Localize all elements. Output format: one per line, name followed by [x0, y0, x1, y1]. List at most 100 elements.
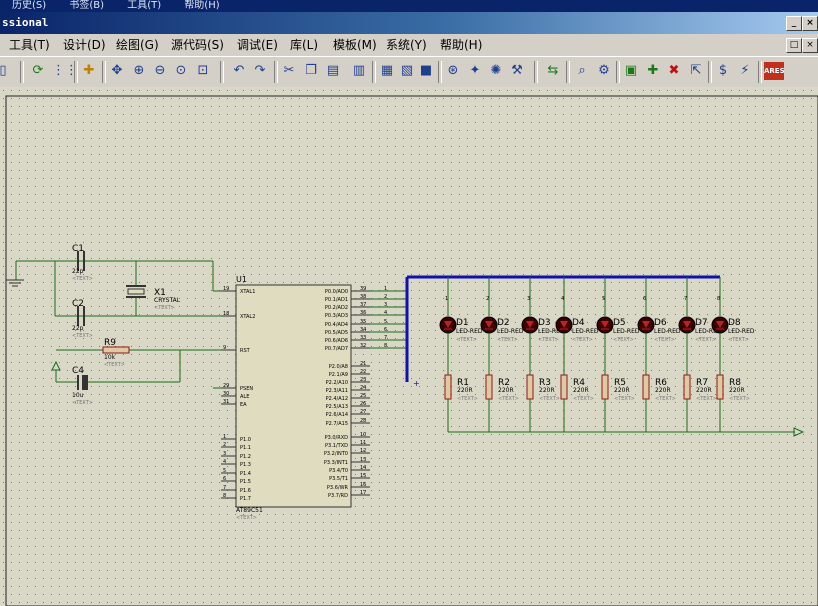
resistor-ref: R2 — [498, 378, 510, 388]
remove-sheet-icon[interactable]: ✖ — [668, 63, 680, 78]
block-rotate-icon[interactable]: ▧ — [400, 63, 414, 78]
sheet-border — [5, 95, 818, 606]
menu-template[interactable]: 模板(M) — [333, 38, 377, 52]
mcu-pin-name: P1.7 — [240, 496, 251, 502]
origin-icon[interactable]: ✚ — [83, 63, 95, 78]
property-assign-icon[interactable]: ⚙ — [598, 63, 610, 78]
undo-icon[interactable]: ↶ — [233, 63, 245, 78]
menu-debug[interactable]: 调试(E) — [237, 38, 278, 52]
zoom-all-icon[interactable]: ⊙ — [175, 63, 187, 78]
pan-icon[interactable]: ✥ — [111, 63, 123, 78]
led-triangle — [683, 321, 691, 328]
search-icon[interactable]: ⌕ — [578, 63, 586, 78]
menu-design[interactable]: 设计(D) — [63, 38, 106, 52]
resistor-body[interactable] — [683, 374, 691, 400]
led-net-label: 5 — [602, 296, 605, 302]
bookmarks-menu-item[interactable]: 书签(B) — [69, 0, 105, 11]
refresh-icon[interactable]: ⟳ — [32, 63, 44, 78]
resistor-body[interactable] — [601, 374, 609, 400]
led-triangle — [716, 321, 724, 328]
resistor-body[interactable] — [560, 374, 568, 400]
mcu-pin-number: 21 — [360, 361, 366, 367]
menu-system[interactable]: 系统(Y) — [386, 38, 427, 52]
grid-icon[interactable]: ⋮⋮ — [52, 63, 78, 78]
mcu-body[interactable] — [235, 284, 352, 508]
r9-body[interactable] — [102, 346, 130, 354]
new-sheet-icon[interactable]: ✚ — [647, 63, 659, 78]
menu-source[interactable]: 源代码(S) — [171, 38, 224, 52]
child-restore-button[interactable]: □ — [786, 38, 802, 53]
zoom-in-icon[interactable]: ⊕ — [133, 63, 145, 78]
cursor-marker: + — [413, 379, 420, 388]
menu-tools[interactable]: 工具(T) — [9, 38, 50, 52]
resistor-body[interactable] — [485, 374, 493, 400]
close-button[interactable]: × — [802, 16, 818, 31]
zoom-out-icon[interactable]: ⊖ — [154, 63, 166, 78]
led-net-label: 1 — [445, 296, 448, 302]
zoom-area-icon[interactable]: ⊡ — [197, 63, 209, 78]
mcu-pin-name: P2.3/A11 — [326, 388, 348, 394]
pick-device-icon[interactable]: ⊛ — [447, 63, 459, 78]
exit-to-parent-icon[interactable]: ⇱ — [690, 63, 702, 78]
decompose-icon[interactable]: ⚒ — [511, 63, 523, 78]
led-value: LED-RED — [497, 328, 524, 335]
make-device-icon[interactable]: ✦ — [469, 63, 481, 78]
minimize-button[interactable]: _ — [786, 16, 802, 31]
led-value: LED-RED — [654, 328, 681, 335]
mcu-pin-number: 22 — [360, 369, 366, 375]
led-text: <TEXT> — [654, 337, 675, 343]
bill-of-materials-icon[interactable]: $ — [718, 63, 728, 78]
child-close-button[interactable]: × — [802, 38, 818, 53]
bus-label: 2 — [384, 294, 387, 300]
mcu-pin-number: 27 — [360, 409, 366, 415]
block-move-icon[interactable]: ▦ — [380, 63, 394, 78]
resistor-body[interactable] — [444, 374, 452, 400]
x1-body[interactable] — [127, 288, 145, 295]
mcu-pin-name: P2.6/A14 — [326, 412, 348, 418]
mcu-pin-name: P2.1/A9 — [329, 372, 348, 378]
block-copy-icon[interactable]: ▥ — [352, 63, 366, 78]
c4-text: <TEXT> — [72, 400, 93, 406]
paste-icon[interactable]: ▤ — [326, 63, 340, 78]
led-text: <TEXT> — [538, 337, 559, 343]
menu-library[interactable]: 库(L) — [290, 38, 319, 52]
led-triangle — [642, 321, 650, 328]
c1-text: <TEXT> — [72, 276, 93, 282]
history-menu-item[interactable]: 历史(S) — [12, 0, 47, 11]
mcu-pin-name: P3.4/T0 — [329, 468, 348, 474]
help-menu-item[interactable]: 帮助(H) — [184, 0, 220, 11]
led-triangle — [560, 321, 568, 328]
resistor-ref: R4 — [573, 378, 585, 388]
menu-graph[interactable]: 绘图(G) — [116, 38, 159, 52]
led-ref: D5 — [613, 318, 626, 328]
wire-autorouter-icon[interactable]: ⇆ — [547, 63, 559, 78]
copy-icon[interactable]: ❐ — [305, 63, 317, 78]
redo-icon[interactable]: ↷ — [254, 63, 266, 78]
resistor-text: <TEXT> — [457, 396, 478, 402]
electrical-check-icon[interactable]: ⚡ — [740, 63, 750, 78]
toolbar-separator — [616, 61, 620, 83]
mcu-pin-name: P0.0/AD0 — [325, 289, 348, 295]
resistor-text: <TEXT> — [655, 396, 676, 402]
ares-icon[interactable]: ARES — [764, 62, 785, 80]
package-icon[interactable]: ✺ — [490, 63, 502, 78]
resistor-body[interactable] — [526, 374, 534, 400]
page-icon[interactable]: ▯ — [0, 63, 7, 78]
design-explorer-icon[interactable]: ▣ — [624, 63, 638, 78]
resistor-ref: R7 — [696, 378, 708, 388]
tools-menu-item[interactable]: 工具(T) — [127, 0, 162, 11]
cut-icon[interactable]: ✂ — [283, 63, 295, 78]
resistor-text: <TEXT> — [573, 396, 594, 402]
menu-help[interactable]: 帮助(H) — [440, 38, 483, 52]
resistor-body[interactable] — [642, 374, 650, 400]
mcu-text: <TEXT> — [236, 515, 257, 521]
rail-terminal — [793, 427, 805, 437]
toolbar-separator — [74, 61, 78, 83]
c2-value: 22p — [72, 325, 84, 332]
led-net-label: 2 — [486, 296, 489, 302]
resistor-body[interactable] — [716, 374, 724, 400]
resistor-value: 220R — [655, 387, 671, 394]
mcu-pin-name: P3.7/RD — [328, 493, 348, 499]
block-delete-icon[interactable]: ■ — [419, 63, 433, 78]
